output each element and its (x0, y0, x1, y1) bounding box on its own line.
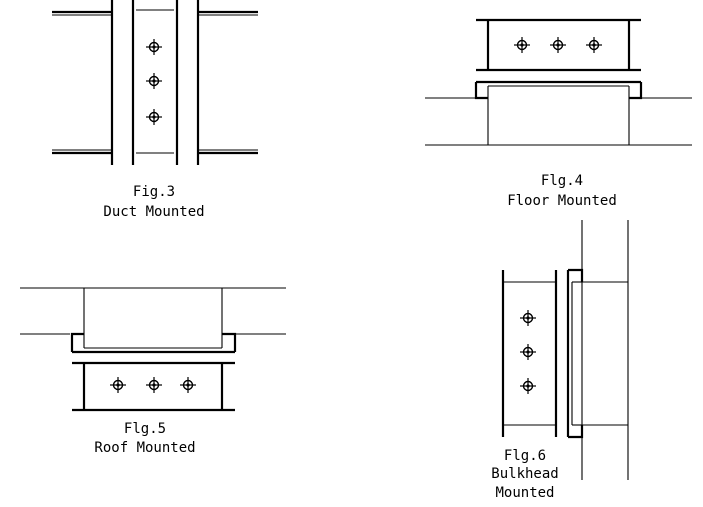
fig5-mounting-channel (70, 332, 237, 354)
fig6-number: Flg.6 (504, 448, 546, 464)
lamp-symbol (550, 37, 566, 53)
fig3-duct-mounted-drawing (52, 0, 258, 165)
fig6-bulkhead-mounted-drawing (501, 220, 629, 480)
lamp-symbol (146, 73, 162, 89)
lamp-symbol (520, 344, 536, 360)
lamp-symbol (146, 377, 162, 393)
fig6-caption-line-1: Bulkhead (491, 466, 558, 482)
fig3-number: Fig.3 (133, 184, 175, 200)
fig5-roof (20, 287, 286, 335)
lamp-symbol (520, 378, 536, 394)
fig4-lamps (514, 37, 602, 53)
fig3-caption: Duct Mounted (103, 204, 204, 220)
fig6-lamps (520, 310, 536, 394)
fig5-light-fixture (72, 361, 235, 412)
lamp-symbol (180, 377, 196, 393)
lamp-symbol (520, 310, 536, 326)
lamp-symbol (514, 37, 530, 53)
fig3-left-duct-wall (52, 0, 114, 165)
fig4-caption: Floor Mounted (507, 193, 617, 209)
fig4-floor-mounted-drawing (425, 18, 692, 146)
lamp-symbol (110, 377, 126, 393)
fig6-caption-line-2: Mounted (495, 485, 554, 501)
fig5-caption: Roof Mounted (94, 440, 195, 456)
fig4-light-fixture (476, 18, 641, 72)
fig6-bulkhead-wall (581, 220, 629, 480)
fig4-mounting-channel (474, 80, 643, 100)
fig6-light-fixture (501, 270, 558, 437)
fig4-floor (425, 97, 692, 146)
fig5-number: Flg.5 (124, 421, 166, 437)
lamp-symbol (586, 37, 602, 53)
lamp-symbol (146, 39, 162, 55)
fig5-lamps (110, 377, 196, 393)
fig3-lamps (146, 39, 162, 125)
fig3-right-duct-wall (196, 0, 258, 165)
lamp-symbol (146, 109, 162, 125)
fig3-light-fixture (131, 0, 179, 165)
fig5-roof-mounted-drawing (20, 287, 286, 412)
fig6-mounting-channel (566, 268, 584, 439)
fig4-number: Flg.4 (541, 173, 583, 189)
